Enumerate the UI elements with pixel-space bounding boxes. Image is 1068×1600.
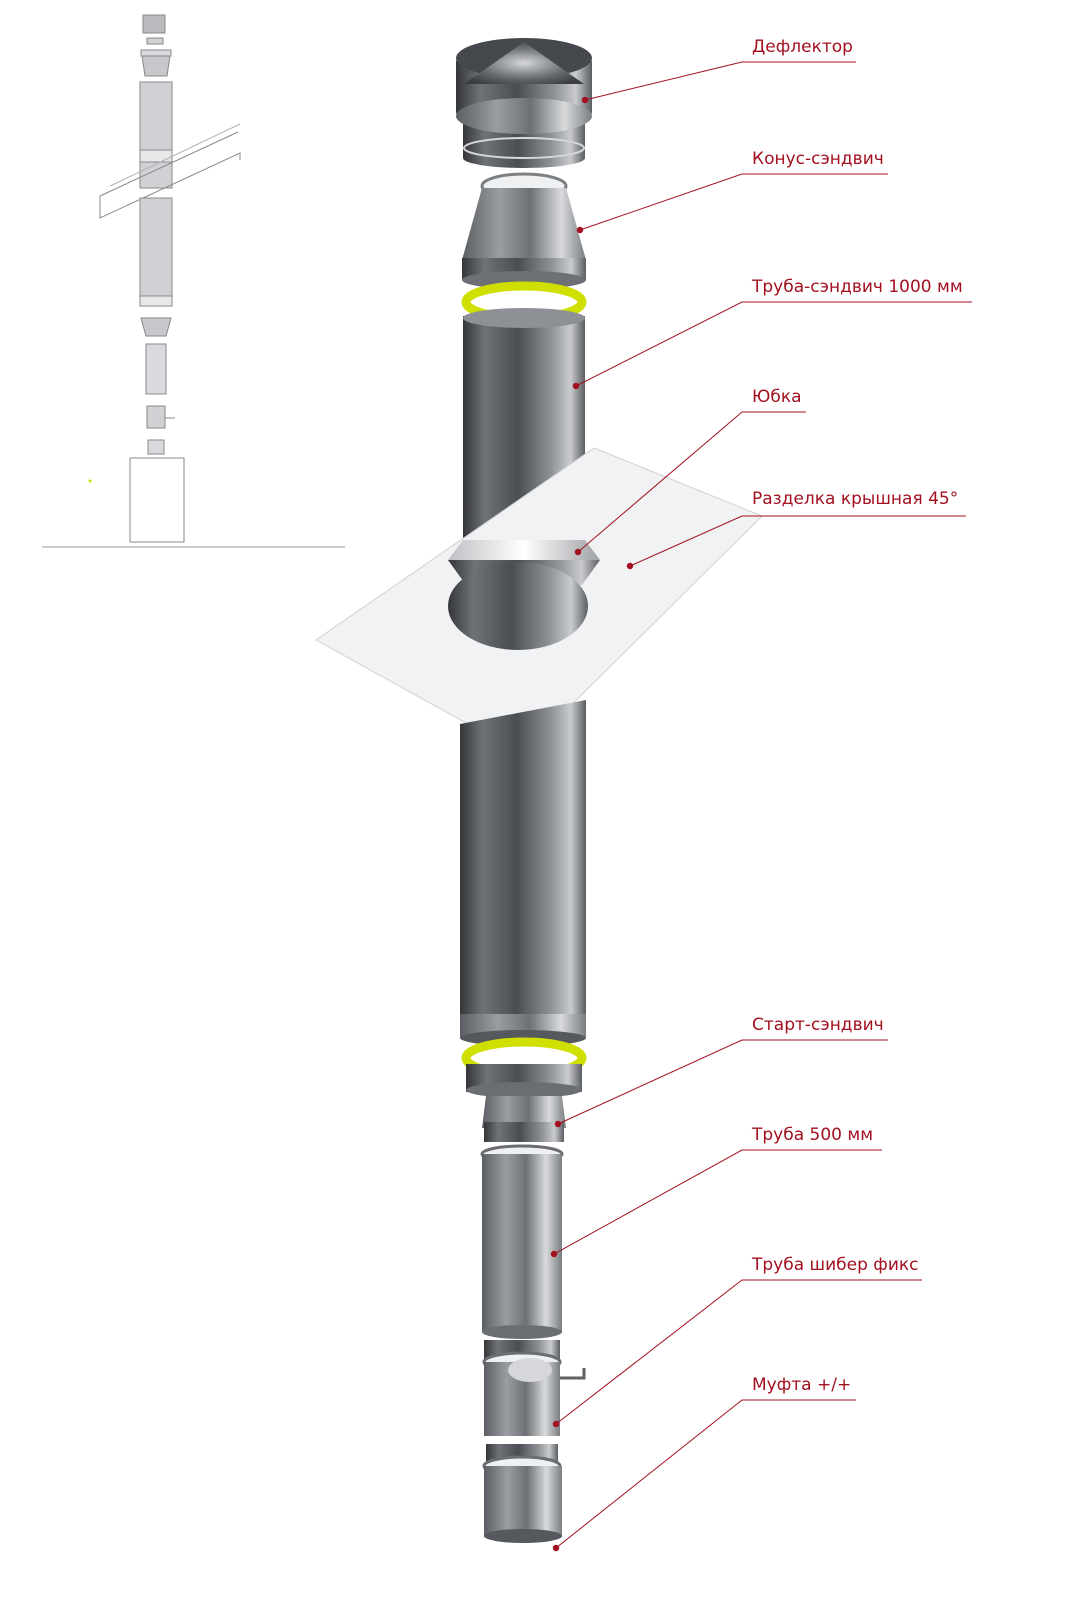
callout-deflector: Дефлектор bbox=[581, 37, 856, 104]
label-pipe-sandwich-1000: Труба-сэндвич 1000 мм bbox=[751, 277, 963, 297]
label-roof-penetration: Разделка крышная 45° bbox=[752, 489, 958, 509]
callout-layer: Дефлектор Конус-сэндвич Труба-сэндвич 10… bbox=[550, 37, 972, 1552]
label-coupling: Муфта +/+ bbox=[752, 1375, 851, 1395]
label-cone-sandwich: Конус-сэндвич bbox=[752, 149, 884, 169]
pipe-below-roof-part bbox=[460, 700, 586, 1046]
callout-pipe500: Труба 500 мм bbox=[550, 1125, 882, 1258]
chimney-overview-sketch-icon bbox=[42, 14, 345, 548]
marker-dot bbox=[88, 479, 92, 483]
skirt-part bbox=[448, 540, 600, 650]
callout-roof: Разделка крышная 45° bbox=[626, 489, 966, 570]
pipe-500-part bbox=[480, 1144, 564, 1339]
callout-pipe1000: Труба-сэндвич 1000 мм bbox=[572, 277, 972, 390]
callout-start: Старт-сэндвич bbox=[554, 1015, 888, 1128]
callout-coupling: Муфта +/+ bbox=[552, 1375, 856, 1552]
start-sandwich-part bbox=[466, 1064, 582, 1142]
damper-pipe-part bbox=[482, 1340, 586, 1436]
label-start-sandwich: Старт-сэндвич bbox=[752, 1015, 884, 1035]
label-pipe-500: Труба 500 мм bbox=[751, 1125, 873, 1145]
callout-cone: Конус-сэндвич bbox=[576, 149, 888, 234]
coupling-part bbox=[482, 1444, 562, 1543]
deflector-part bbox=[456, 38, 592, 168]
callout-damper: Труба шибер фикс bbox=[552, 1255, 922, 1428]
label-deflector: Дефлектор bbox=[752, 37, 853, 57]
label-skirt: Юбка bbox=[752, 387, 802, 407]
cone-sandwich-part bbox=[462, 172, 586, 289]
label-damper-pipe: Труба шибер фикс bbox=[751, 1255, 918, 1275]
exploded-chimney-icon bbox=[315, 38, 763, 1543]
callout-skirt: Юбка bbox=[574, 387, 806, 556]
